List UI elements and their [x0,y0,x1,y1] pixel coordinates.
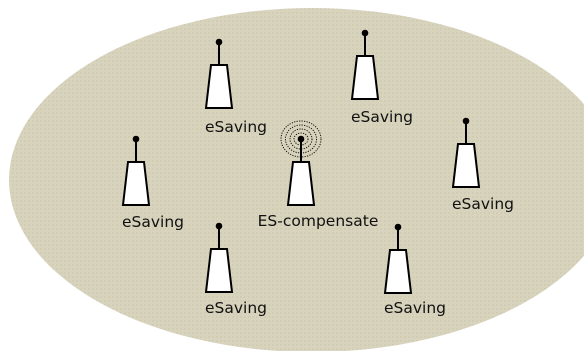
base-station-esaving-3: eSaving [113,135,193,235]
base-station-es-compensate: ES-compensate [258,120,378,235]
base-station-esaving-5: eSaving [196,222,276,322]
station-label: eSaving [121,213,184,231]
station-label: eSaving [451,195,514,213]
station-label: eSaving [204,118,267,136]
base-station-icon [350,29,380,100]
station-label: eSaving [350,108,413,126]
station-label: eSaving [204,299,267,317]
base-station-icon [383,223,413,294]
base-station-icon [280,120,322,206]
base-station-esaving-4: eSaving [443,117,523,217]
base-station-icon [121,135,151,206]
base-station-icon [204,222,234,293]
base-station-esaving-2: eSaving [342,29,422,129]
base-station-icon [204,38,234,109]
base-station-esaving-6: eSaving [375,223,455,323]
base-station-esaving-1: eSaving [196,38,276,138]
station-label: eSaving [383,299,446,317]
station-label: ES-compensate [257,212,379,230]
base-station-icon [451,117,481,188]
